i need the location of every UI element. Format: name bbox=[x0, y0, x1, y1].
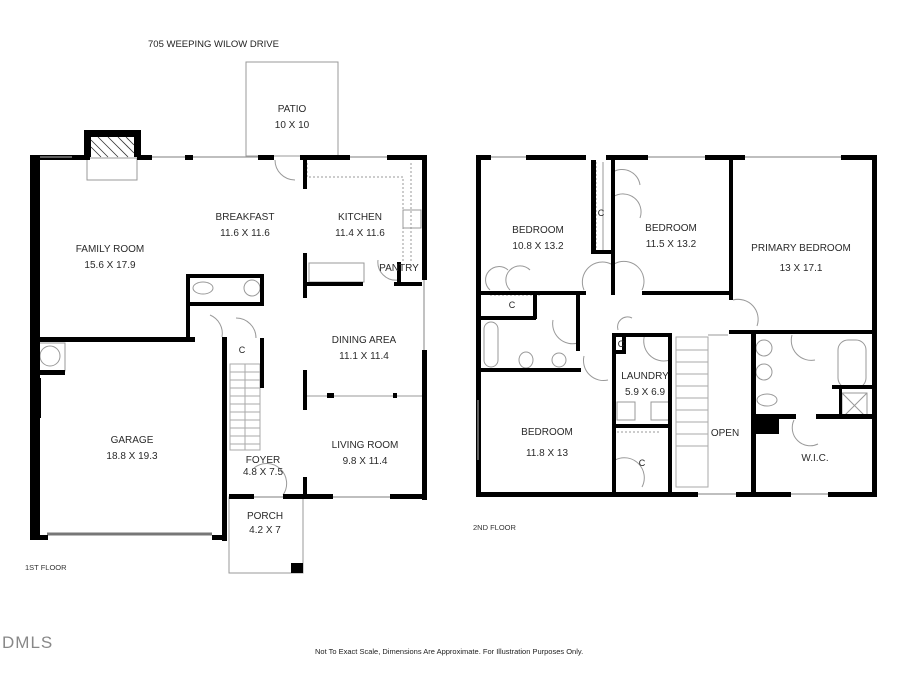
room-name: W.I.C. bbox=[801, 453, 829, 464]
room-name: LAUNDRY bbox=[621, 371, 669, 382]
room-label-living-room: LIVING ROOM 9.8 X 11.4 bbox=[332, 441, 399, 467]
disclaimer-note: Not To Exact Scale, Dimensions Are Appro… bbox=[315, 647, 584, 656]
closet-label: C bbox=[617, 339, 625, 349]
room-dims: 11.6 X 11.6 bbox=[220, 228, 270, 239]
room-label-wic: W.I.C. bbox=[801, 454, 828, 464]
second-floor-walls bbox=[476, 155, 877, 497]
property-address-title: 705 WEEPING WILOW DRIVE bbox=[148, 39, 279, 50]
room-name: FAMILY ROOM bbox=[75, 244, 145, 255]
room-label-bedroom-1: BEDROOM 10.8 X 13.2 bbox=[512, 226, 564, 252]
room-label-open: OPEN bbox=[711, 429, 739, 439]
room-name: BREAKFAST bbox=[215, 212, 275, 223]
closet-label: C bbox=[238, 345, 246, 355]
fireplace-hatch bbox=[90, 136, 135, 158]
room-name: PRIMARY BEDROOM bbox=[751, 243, 851, 254]
room-dims: 4.2 X 7 bbox=[249, 525, 281, 536]
room-label-bedroom-3: BEDROOM 11.8 X 13 bbox=[521, 428, 573, 459]
room-label-garage: GARAGE 18.8 X 19.3 bbox=[106, 436, 157, 462]
room-label-breakfast: BREAKFAST 11.6 X 11.6 bbox=[216, 213, 275, 239]
room-name: FOYER bbox=[245, 455, 281, 466]
room-dims: 10 X 10 bbox=[274, 120, 310, 131]
room-dims: 15.6 X 17.9 bbox=[84, 260, 136, 271]
room-name: BEDROOM bbox=[645, 223, 697, 234]
closet-label: C bbox=[638, 458, 646, 468]
room-dims: 5.9 X 6.9 bbox=[624, 387, 666, 398]
room-label-bedroom-2: BEDROOM 11.5 X 13.2 bbox=[645, 224, 697, 250]
mls-logo: DMLS bbox=[2, 633, 54, 652]
closet-label: C bbox=[597, 208, 605, 218]
first-floor-walls bbox=[30, 130, 427, 541]
room-label-family-room: FAMILY ROOM 15.6 X 17.9 bbox=[76, 245, 145, 271]
floor-label-second: 2ND FLOOR bbox=[473, 523, 516, 532]
room-name: BEDROOM bbox=[521, 427, 573, 438]
room-name: KITCHEN bbox=[338, 212, 382, 223]
room-label-laundry: LAUNDRY 5.9 X 6.9 bbox=[621, 372, 669, 398]
room-name: PANTRY bbox=[379, 263, 419, 274]
second-floor-light-lines bbox=[483, 162, 868, 488]
room-dims: 18.8 X 19.3 bbox=[106, 451, 158, 462]
room-dims: 11.4 X 11.6 bbox=[335, 228, 385, 239]
room-dims: 13 X 17.1 bbox=[779, 263, 823, 274]
room-name: DINING AREA bbox=[331, 335, 397, 346]
room-dims: 11.8 X 13 bbox=[525, 448, 569, 459]
room-name: LIVING ROOM bbox=[331, 440, 399, 451]
room-dims: 9.8 X 11.4 bbox=[342, 456, 388, 467]
floor-label-first: 1ST FLOOR bbox=[25, 563, 67, 572]
room-name: BEDROOM bbox=[512, 225, 564, 236]
room-name: GARAGE bbox=[110, 435, 154, 446]
room-label-patio: PATIO 10 X 10 bbox=[275, 105, 309, 131]
room-label-dining-area: DINING AREA 11.1 X 11.4 bbox=[332, 336, 396, 362]
room-dims: 11.1 X 11.4 bbox=[339, 351, 389, 362]
room-name: PORCH bbox=[246, 511, 284, 522]
room-name: OPEN bbox=[710, 428, 740, 439]
room-dims: 4.8 X 7.5 bbox=[242, 467, 284, 478]
room-dims: 11.5 X 13.2 bbox=[645, 239, 697, 250]
room-dims: 10.8 X 13.2 bbox=[512, 241, 564, 252]
windows bbox=[40, 156, 841, 498]
room-name: PATIO bbox=[277, 104, 307, 115]
room-label-pantry: PANTRY bbox=[379, 264, 419, 274]
first-floor-light-lines bbox=[33, 61, 422, 574]
room-label-primary-bedroom: PRIMARY BEDROOM 13 X 17.1 bbox=[751, 244, 851, 274]
room-label-porch: PORCH 4.2 X 7 bbox=[247, 512, 283, 536]
room-label-kitchen: KITCHEN 11.4 X 11.6 bbox=[335, 213, 385, 239]
closet-label: C bbox=[508, 300, 516, 310]
